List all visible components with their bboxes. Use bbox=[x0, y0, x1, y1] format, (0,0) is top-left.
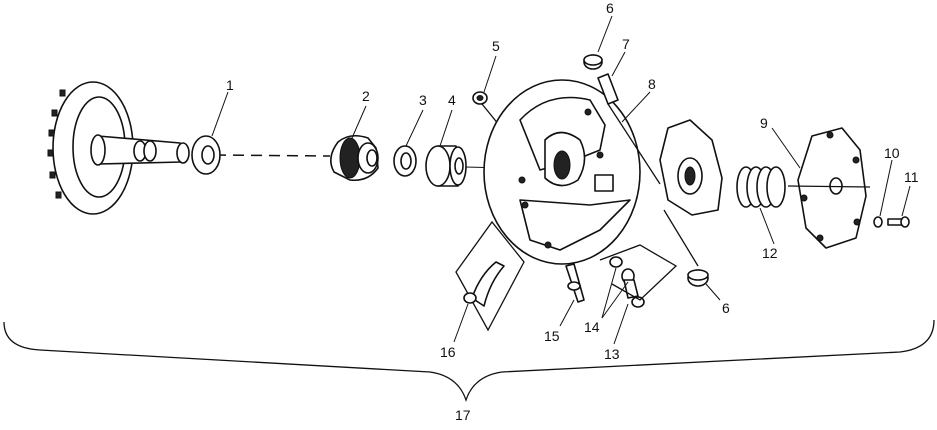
zigzag-outline bbox=[599, 244, 678, 301]
spider-assembly bbox=[659, 119, 723, 267]
washer-1 bbox=[191, 135, 221, 175]
callout-8: 8 bbox=[648, 76, 656, 92]
center-axis-line bbox=[214, 154, 331, 157]
callout-11: 11 bbox=[904, 169, 919, 185]
bushing-4 bbox=[425, 145, 467, 187]
callout-4: 4 bbox=[448, 92, 456, 108]
spring-12 bbox=[736, 166, 786, 208]
pin-7 bbox=[597, 73, 661, 185]
callout-6: 6 bbox=[606, 0, 614, 16]
callout-2: 2 bbox=[362, 88, 370, 104]
callout-1: 1 bbox=[226, 77, 234, 93]
cap-6-top bbox=[583, 54, 603, 70]
cover-9 bbox=[787, 127, 871, 249]
callout-10: 10 bbox=[884, 145, 900, 161]
callout-17: 17 bbox=[455, 407, 471, 423]
callout-7: 7 bbox=[622, 36, 630, 52]
callout-15: 15 bbox=[544, 328, 560, 344]
bolt-11 bbox=[887, 216, 910, 228]
moveable-sheave-shaft bbox=[47, 81, 190, 215]
washer-3 bbox=[393, 145, 417, 177]
assembly-bracket bbox=[3, 319, 935, 403]
drive-clutch-body-8 bbox=[483, 79, 641, 265]
callout-3: 3 bbox=[419, 92, 427, 108]
callout-12: 12 bbox=[762, 245, 778, 261]
spider-2 bbox=[330, 134, 379, 182]
callout-5: 5 bbox=[492, 38, 500, 54]
washer-10 bbox=[873, 216, 883, 228]
callout-13: 13 bbox=[604, 346, 620, 362]
bolt-15 bbox=[565, 263, 585, 303]
callout-16: 16 bbox=[440, 344, 456, 360]
callout-6-lower: 6 bbox=[722, 300, 730, 316]
leader-lines bbox=[211, 15, 911, 345]
bolt-14 bbox=[609, 256, 639, 299]
cap-6-bottom bbox=[687, 269, 709, 287]
callout-9: 9 bbox=[760, 115, 768, 131]
callout-14: 14 bbox=[584, 319, 600, 335]
weight-16 bbox=[455, 220, 525, 332]
